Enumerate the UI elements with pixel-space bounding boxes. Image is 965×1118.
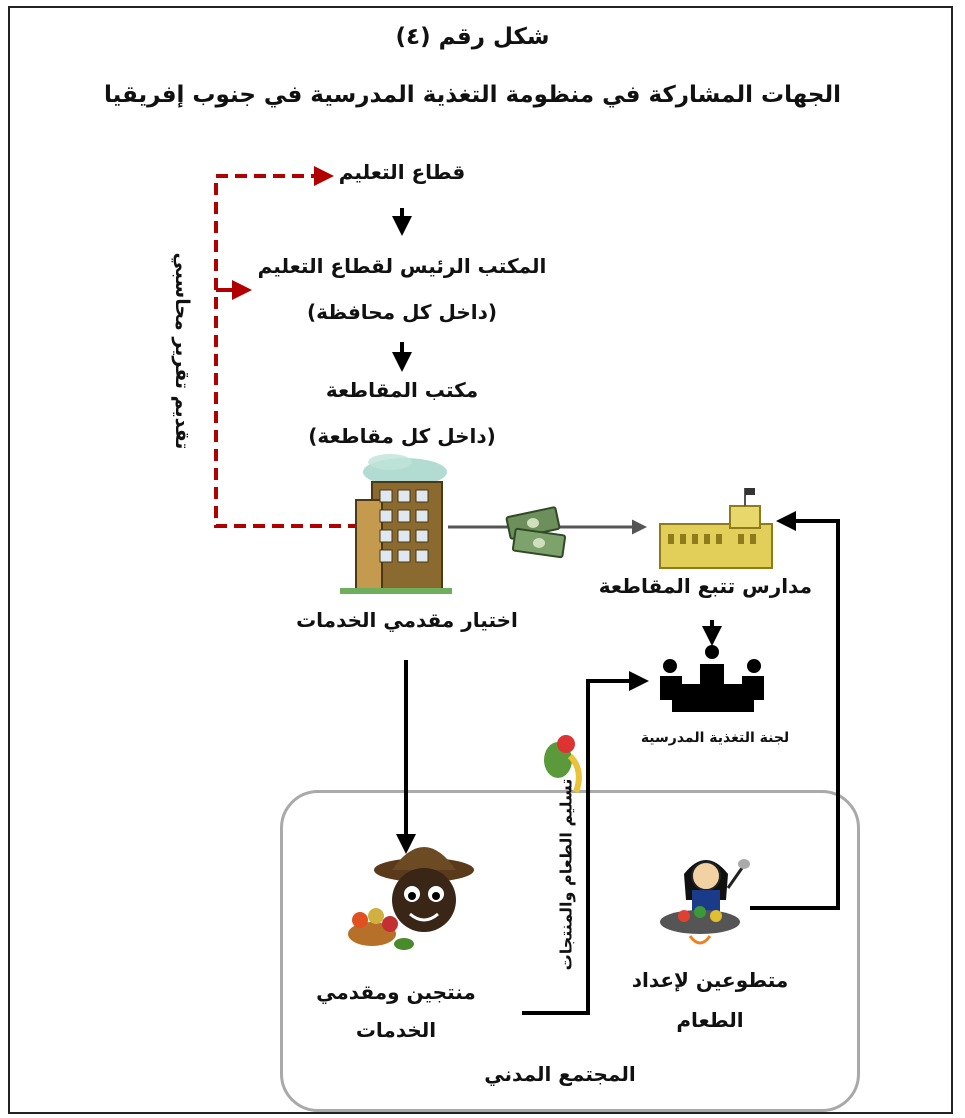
node-head-office: المكتب الرئيس لقطاع التعليم bbox=[257, 254, 547, 278]
vegetables-icon bbox=[544, 735, 582, 794]
node-district-schools: مدارس تتبع المقاطعة bbox=[598, 574, 812, 598]
figure-frame bbox=[8, 6, 953, 1114]
node-feeding-committee: لجنة التغذية المدرسية bbox=[640, 730, 790, 746]
node-service-selection: اختيار مقدمي الخدمات bbox=[296, 608, 518, 632]
civil-society-label: المجتمع المدني bbox=[484, 1062, 636, 1086]
figure-number: شكل رقم (٤) bbox=[395, 24, 550, 50]
civil-society-box bbox=[280, 790, 860, 1112]
node-volunteers-food: الطعام bbox=[676, 1008, 744, 1032]
office-building-icon bbox=[340, 454, 452, 594]
edge-label-food-delivery: تسليم الطعام والمنتجات bbox=[556, 778, 576, 971]
node-district-office-scope: (داخل كل مقاطعة) bbox=[308, 424, 496, 448]
node-head-office-scope: (داخل كل محافظة) bbox=[306, 300, 498, 324]
cook-icon bbox=[660, 859, 750, 945]
arrow-volunteers-to-schools bbox=[750, 511, 840, 910]
meeting-table-icon bbox=[660, 645, 764, 712]
school-building-icon bbox=[659, 488, 773, 569]
node-producers: منتجين ومقدمي bbox=[316, 980, 476, 1004]
figure-title: الجهات المشاركة في منظومة التغذية المدرس… bbox=[103, 82, 842, 108]
report-arrow-line bbox=[214, 166, 360, 528]
node-volunteers: متطوعين لإعداد bbox=[631, 968, 789, 992]
farmer-icon bbox=[348, 847, 474, 950]
node-producers-services: الخدمات bbox=[355, 1018, 437, 1042]
node-education-sector: قطاع التعليم bbox=[338, 160, 466, 184]
money-bills-icon bbox=[505, 506, 567, 559]
edge-label-accounting-report: تقديم تقرير محاسبي bbox=[171, 252, 193, 450]
node-district-office: مكتب المقاطعة bbox=[325, 378, 479, 402]
arrow-producers-to-committee bbox=[522, 671, 649, 1015]
